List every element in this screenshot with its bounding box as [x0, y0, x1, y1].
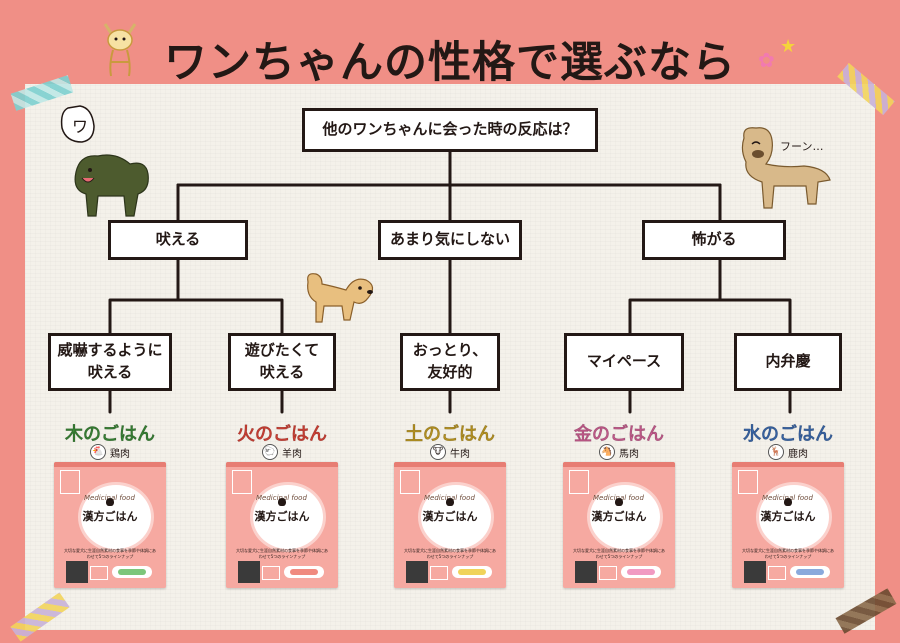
trait-line1: おっとり、 [412, 341, 488, 360]
bone-icon [112, 566, 152, 578]
package-desc: 大切な愛犬に生涯自然素材の食事を季節や体調にあわせて5つのラインナップ [64, 548, 156, 559]
sheep-icon: 🐑 [262, 444, 278, 460]
meat-chicken: 🐔 鶏肉 [65, 444, 155, 460]
food-name-metal: 金のごはん [574, 424, 664, 445]
dog-icon [615, 498, 623, 506]
sigh-text: フーン… [780, 140, 824, 153]
trait-line2: 友好的 [427, 363, 473, 381]
meat-label: 馬肉 [619, 448, 639, 460]
package-desc: 大切な愛犬に生涯自然素材の食事を季節や体調にあわせて5つのラインナップ [236, 548, 328, 559]
meat-horse: 🐴 馬肉 [574, 444, 664, 460]
package-title: 漢方ごはん [422, 510, 478, 523]
package-desc: 大切な愛犬に生涯自然素材の食事を季節や体調にあわせて5つのラインナップ [573, 548, 665, 559]
trait-uchibenkei: 内弁慶 [734, 333, 842, 391]
cow-icon: 🐮 [430, 444, 446, 460]
bone-icon [284, 566, 324, 578]
food-name-water: 水のごはん [743, 424, 833, 445]
package-desc: 大切な愛犬に生涯自然素材の食事を季節や体調にあわせて5つのラインナップ [742, 548, 834, 559]
trait-friendly: おっとり、友好的 [400, 333, 500, 391]
package-fire: Medicinal food 漢方ごはん 大切な愛犬に生涯自然素材の食事を季節や… [226, 462, 338, 588]
star-icon: ★ [780, 36, 797, 57]
question-node: 他のワンちゃんに会った時の反応は？ [302, 108, 598, 152]
meat-lamb: 🐑 羊肉 [237, 444, 327, 460]
package-wood: Medicinal food 漢方ごはん 大切な愛犬に生涯自然素材の食事を季節や… [54, 462, 166, 588]
meat-label: 鹿肉 [788, 448, 808, 460]
trait-line2: 吠える [87, 363, 133, 381]
bone-icon [790, 566, 830, 578]
trait-threatening: 威嚇するように吠える [48, 333, 172, 391]
package-title: 漢方ごはん [760, 510, 816, 523]
meat-venison: 🦌 鹿肉 [743, 444, 833, 460]
food-name-fire: 火のごはん [237, 424, 327, 445]
package-metal: Medicinal food 漢方ごはん 大切な愛犬に生涯自然素材の食事を季節や… [563, 462, 675, 588]
meat-label: 牛肉 [450, 448, 470, 460]
package-title: 漢方ごはん [254, 510, 310, 523]
meat-label: 鶏肉 [110, 448, 130, 460]
food-name-wood: 木のごはん [65, 424, 155, 445]
meat-label: 羊肉 [282, 448, 302, 460]
playful-dog-icon [307, 273, 374, 323]
dog-icon [106, 498, 114, 506]
scared-dog-icon [741, 127, 831, 209]
trait-line1: 遊びたくて [244, 341, 320, 360]
horse-icon: 🐴 [599, 444, 615, 460]
package-water: Medicinal food 漢方ごはん 大切な愛犬に生涯自然素材の食事を季節や… [732, 462, 844, 588]
trait-mypace: マイペース [564, 333, 684, 391]
package-title: 漢方ごはん [591, 510, 647, 523]
bone-icon [621, 566, 661, 578]
answer-bark: 吠える [108, 220, 248, 260]
package-desc: 大切な愛犬に生涯自然素材の食事を季節や体調にあわせて5つのラインナップ [404, 548, 496, 559]
bone-icon [452, 566, 492, 578]
bubble-text: ワ [72, 117, 88, 136]
barking-dog-icon: ワ [60, 105, 149, 217]
chicken-icon: 🐔 [90, 444, 106, 460]
paw-icon: ✿ [758, 48, 775, 72]
meat-beef: 🐮 牛肉 [405, 444, 495, 460]
dog-icon [446, 498, 454, 506]
package-title: 漢方ごはん [82, 510, 138, 523]
trait-line1: 威嚇するように [57, 341, 163, 360]
answer-indifferent: あまり気にしない [378, 220, 522, 260]
page-title: ワンちゃんの性格で選ぶなら [164, 38, 736, 88]
answer-afraid: 怖がる [642, 220, 786, 260]
trait-playful: 遊びたくて吠える [228, 333, 336, 391]
package-earth: Medicinal food 漢方ごはん 大切な愛犬に生涯自然素材の食事を季節や… [394, 462, 506, 588]
trait-line2: 吠える [259, 363, 305, 381]
dog-icon [784, 498, 792, 506]
chihuahua-doodle-icon [103, 23, 137, 77]
deer-icon: 🦌 [768, 444, 784, 460]
food-name-earth: 土のごはん [405, 424, 495, 445]
dog-icon [278, 498, 286, 506]
